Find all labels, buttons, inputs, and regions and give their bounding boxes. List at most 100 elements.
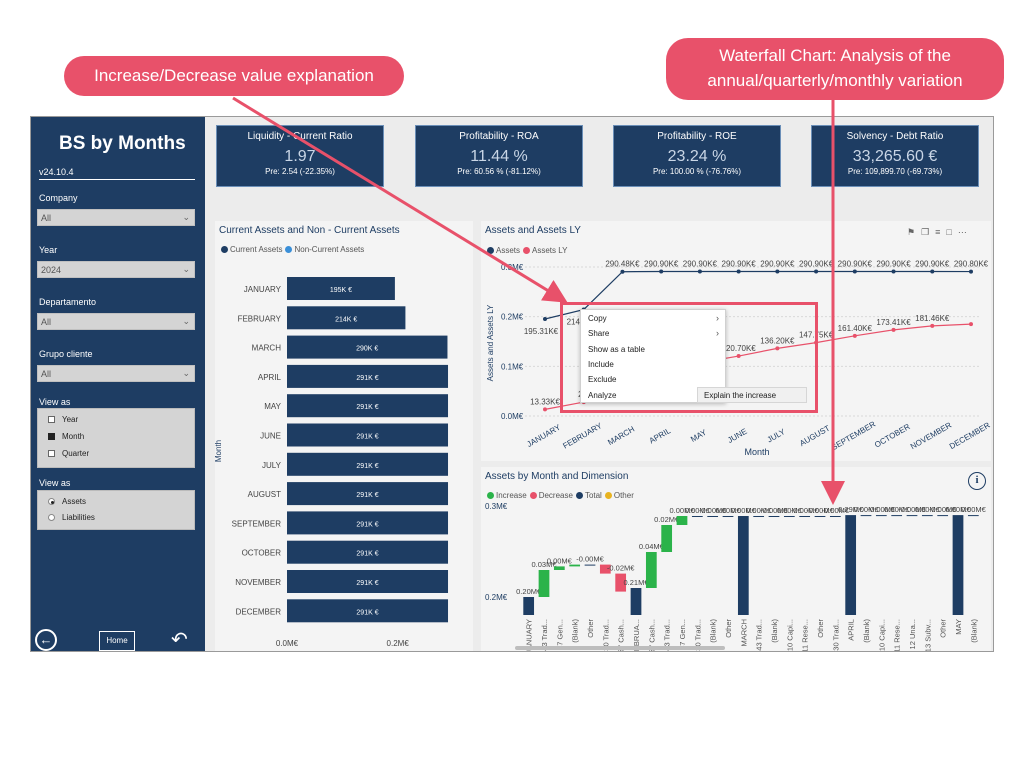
- line-point: [620, 269, 625, 274]
- bar-mark: [287, 599, 449, 623]
- line-data-label: 195.31K€: [524, 327, 559, 336]
- legend-total[interactable]: Total: [575, 491, 602, 500]
- view-option-quarter[interactable]: Quarter: [48, 449, 89, 458]
- line-x-tick: FEBRUARY: [561, 421, 604, 451]
- line-x-tick: OCTOBER: [873, 422, 912, 450]
- view-option-liabilities[interactable]: Liabilities: [48, 513, 95, 522]
- legend-increase[interactable]: Increase: [487, 491, 527, 500]
- kpi-previous: Pre: 109,899.70 (-69.73%): [847, 167, 943, 176]
- line-point: [852, 269, 857, 274]
- callout-waterfall: Waterfall Chart: Analysis of the annual/…: [666, 38, 1004, 100]
- line-point: [543, 316, 547, 321]
- wf-value-label: -0.00M€: [576, 555, 604, 564]
- wf-category-label: (Blank): [571, 619, 580, 643]
- company-dropdown[interactable]: All⌄: [37, 209, 195, 226]
- legend-label: Increase: [496, 491, 527, 500]
- horizontal-scrollbar[interactable]: [515, 646, 725, 650]
- chevron-right-icon: ›: [716, 328, 719, 338]
- arrow-left-circle-icon[interactable]: ←: [35, 629, 57, 651]
- wf-y-tick: 0.2M€: [485, 593, 508, 602]
- wf-bar-mark: [860, 515, 872, 517]
- view-option-month[interactable]: Month: [48, 432, 84, 441]
- wf-value-label: -0.00M€: [806, 506, 834, 515]
- wf-bar-mark: [829, 516, 841, 517]
- line-point: [543, 407, 547, 412]
- line-point: [736, 269, 741, 274]
- info-icon[interactable]: i: [968, 472, 986, 490]
- grupo-cliente-dropdown[interactable]: All⌄: [37, 365, 195, 382]
- bar-category-label: MARCH: [252, 344, 282, 353]
- option-label: Liabilities: [62, 513, 95, 522]
- legend-decrease[interactable]: Decrease: [529, 491, 573, 500]
- submenu-explain-increase[interactable]: Explain the increase: [697, 387, 807, 403]
- wf-category-label: JANUARY: [525, 619, 534, 652]
- wf-category-label: 30 Trad...: [693, 619, 702, 651]
- menu-item-copy[interactable]: Copy: [588, 314, 607, 323]
- wf-bar-mark: [523, 597, 535, 615]
- line-data-label: 290.90K€: [722, 260, 757, 269]
- menu-item-exclude[interactable]: Exclude: [588, 375, 617, 384]
- line-data-label: 120.70K€: [722, 344, 757, 353]
- kpi-previous: Pre: 60.56 % (-81.12%): [457, 167, 541, 176]
- departamento-dropdown[interactable]: All⌄: [37, 313, 195, 330]
- wf-category-label: Other: [939, 619, 948, 638]
- kpi-card-liquidity[interactable]: Liquidity - Current Ratio 1.97 Pre: 2.54…: [216, 125, 384, 187]
- wf-bar-mark: [937, 515, 949, 517]
- year-dropdown[interactable]: 2024⌄: [37, 261, 195, 278]
- wf-value-label: 0.02M€: [654, 515, 680, 524]
- wf-category-label: 57 Cash...: [617, 619, 626, 652]
- checkbox-icon: [48, 416, 55, 423]
- wf-bar-mark: [599, 564, 611, 574]
- bar-axis-tick: 0.2M€: [387, 639, 410, 648]
- wf-value-label: 0.03M€: [531, 560, 557, 569]
- bar-mark: [287, 394, 449, 418]
- wf-category-label: Other: [586, 619, 595, 638]
- line-point: [891, 269, 896, 274]
- line-data-label: 290.90K€: [838, 260, 873, 269]
- option-label: Quarter: [62, 449, 90, 458]
- menu-item-show-as-table[interactable]: Show as a table: [588, 345, 645, 354]
- wf-bar-mark: [799, 516, 811, 517]
- legend-dot: [487, 492, 494, 499]
- undo-arrow-icon[interactable]: ↶: [171, 629, 188, 651]
- legend-label: Other: [613, 491, 634, 500]
- wf-value-label: -0.00M€: [868, 505, 896, 514]
- line-x-tick: NOVEMBER: [909, 420, 953, 451]
- bar-chart-panel[interactable]: Current Assets and Non - Current Assets …: [215, 221, 473, 651]
- kpi-title: Profitability - ROA: [459, 131, 539, 142]
- menu-item-share[interactable]: Share: [588, 329, 610, 338]
- option-label: Year: [62, 415, 79, 424]
- line-point: [697, 269, 702, 274]
- wf-bar-mark: [661, 525, 673, 552]
- line-chart-panel[interactable]: Assets and Assets LY ⚑❐≡□⋯ Assets Assets…: [481, 221, 991, 461]
- wf-value-label: 0.00M€: [715, 506, 741, 515]
- bar-mark: [287, 482, 449, 506]
- visual-header-icons[interactable]: ⚑❐≡□⋯: [907, 227, 973, 237]
- wf-value-label: 0.00M€: [669, 506, 695, 515]
- wf-bar-mark: [691, 516, 703, 517]
- legend-dot: [575, 492, 583, 499]
- line-data-label: 290.90K€: [760, 260, 795, 269]
- view-option-assets[interactable]: Assets: [48, 497, 86, 506]
- kpi-title: Solvency - Debt Ratio: [846, 131, 944, 142]
- waterfall-chart-title: Assets by Month and Dimension: [485, 471, 629, 482]
- line-point: [814, 340, 819, 345]
- wf-category-label: 11 Rese...: [893, 619, 902, 652]
- wf-bar-mark: [921, 515, 933, 517]
- kpi-card-solvency[interactable]: Solvency - Debt Ratio 33,265.60 € Pre: 1…: [811, 125, 979, 187]
- wf-category-label: FEBRUA...: [632, 619, 641, 652]
- legend-other[interactable]: Other: [604, 491, 634, 500]
- view-option-year[interactable]: Year: [48, 415, 78, 424]
- kpi-card-roe[interactable]: Profitability - ROE 23.24 % Pre: 100.00 …: [613, 125, 781, 187]
- home-button[interactable]: Home: [99, 631, 135, 651]
- kpi-card-roa[interactable]: Profitability - ROA 11.44 % Pre: 60.56 %…: [415, 125, 583, 187]
- menu-item-include[interactable]: Include: [588, 360, 614, 369]
- line-data-label: 161.40K€: [838, 324, 873, 333]
- waterfall-chart-panel[interactable]: Assets by Month and Dimension Increase D…: [481, 467, 991, 652]
- line-point: [659, 269, 664, 274]
- bar-value-label: 291K €: [356, 434, 378, 441]
- bar-mark: [287, 335, 448, 359]
- line-x-tick: APRIL: [648, 426, 673, 446]
- menu-item-analyze[interactable]: Analyze: [588, 391, 617, 400]
